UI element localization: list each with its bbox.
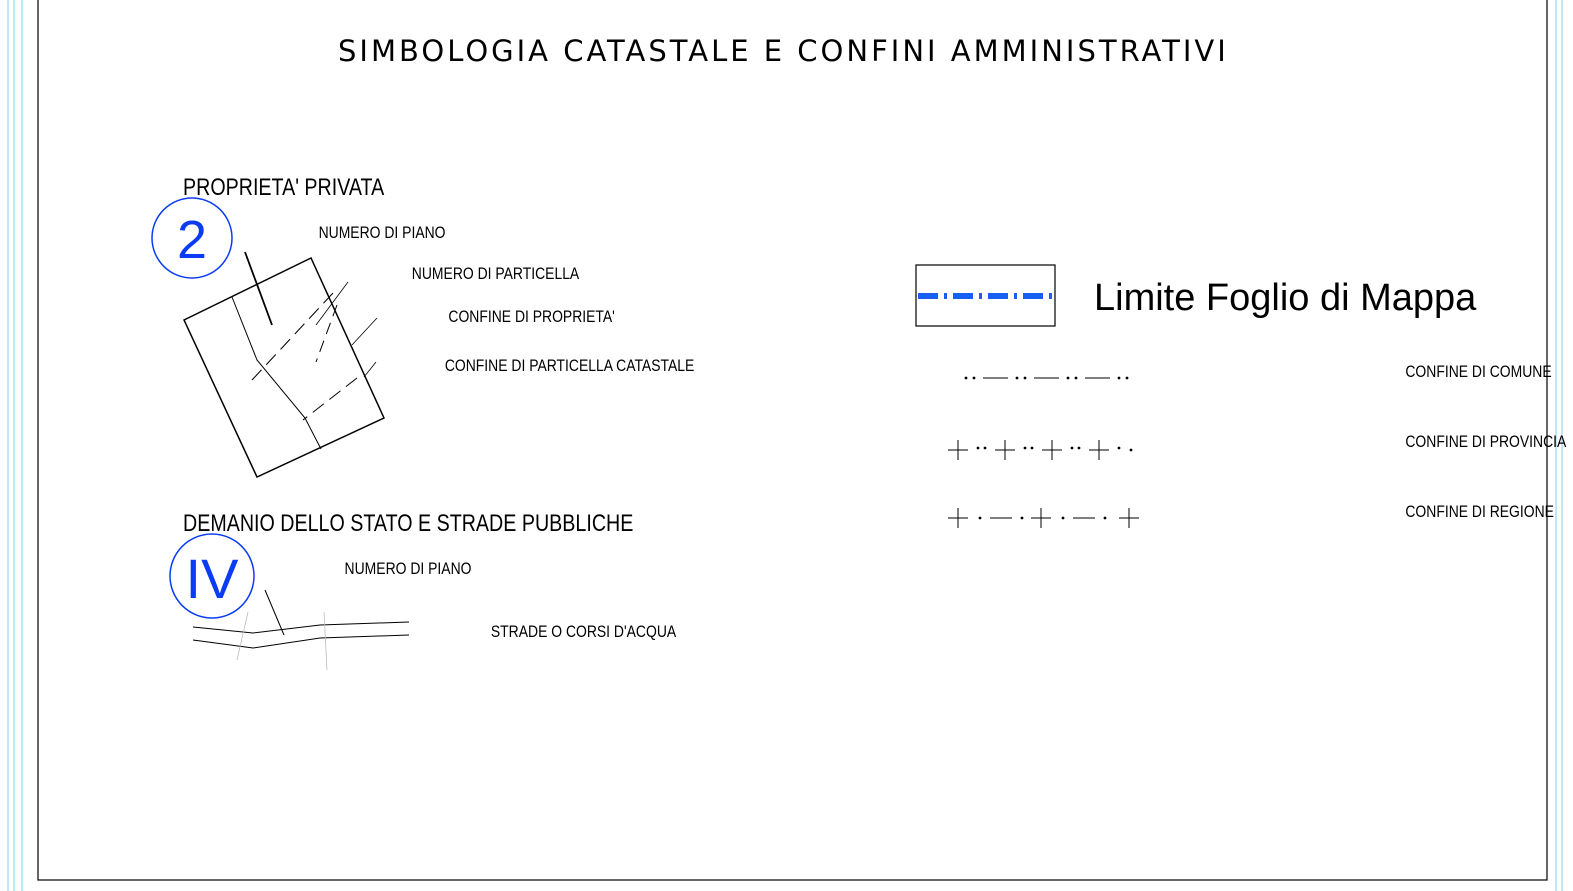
leader-floor-number bbox=[244, 251, 273, 326]
cadastral-parcel-boundary-line bbox=[231, 296, 322, 450]
sheet-border bbox=[37, 0, 1548, 881]
road-edge-bottom bbox=[192, 634, 410, 649]
cad-guide-lines bbox=[7, 0, 1563, 891]
private-parcel-sketch bbox=[183, 251, 385, 478]
municipal-boundary-symbol bbox=[964, 376, 1129, 380]
label-floor-number-state: NUMERO DI PIANO bbox=[345, 560, 472, 579]
state-property-heading: DEMANIO DELLO STATO E STRADE PUBBLICHE bbox=[183, 509, 633, 536]
label-cadastral-parcel-boundary: CONFINE DI PARTICELLA CATASTALE bbox=[445, 357, 694, 376]
parcel-outline bbox=[183, 256, 385, 478]
state-floor-circle bbox=[169, 533, 255, 619]
label-municipal-boundary: CONFINE DI COMUNE bbox=[1405, 363, 1551, 382]
state-floor-marker: IV bbox=[169, 533, 255, 619]
road-cross-a bbox=[236, 611, 249, 661]
map-sheet-limit-symbol bbox=[915, 264, 1056, 327]
private-floor-number: 2 bbox=[177, 210, 207, 270]
private-floor-circle bbox=[151, 197, 233, 279]
road-cross-b bbox=[323, 611, 328, 671]
road-edge-top bbox=[192, 621, 410, 634]
leader-cadastral-boundary bbox=[363, 361, 377, 378]
province-boundary-symbol bbox=[948, 440, 1133, 460]
label-region-boundary: CONFINE DI REGIONE bbox=[1405, 503, 1554, 522]
region-boundary-symbol bbox=[948, 508, 1139, 528]
leader-parcel-number bbox=[315, 281, 349, 326]
private-floor-marker: 2 bbox=[151, 197, 233, 279]
label-parcel-number: NUMERO DI PARTICELLA bbox=[412, 265, 580, 284]
label-property-boundary: CONFINE DI PROPRIETA' bbox=[448, 308, 614, 327]
leader-property-boundary bbox=[351, 317, 378, 346]
label-map-sheet-limit: Limite Foglio di Mappa bbox=[1094, 277, 1477, 319]
road-sketch bbox=[192, 589, 410, 671]
state-floor-number: IV bbox=[186, 547, 240, 610]
label-roads-waterways: STRADE O CORSI D'ACQUA bbox=[491, 623, 677, 642]
leader-floor-number-state bbox=[264, 589, 285, 636]
label-floor-number-private: NUMERO DI PIANO bbox=[319, 224, 446, 243]
property-boundary-line-c bbox=[315, 304, 338, 363]
property-boundary-line-b bbox=[302, 377, 358, 421]
page-title: SIMBOLOGIA CATASTALE E CONFINI AMMINISTR… bbox=[338, 34, 1229, 68]
label-province-boundary: CONFINE DI PROVINCIA bbox=[1405, 433, 1567, 452]
private-property-heading: PROPRIETA' PRIVATA bbox=[183, 173, 385, 200]
